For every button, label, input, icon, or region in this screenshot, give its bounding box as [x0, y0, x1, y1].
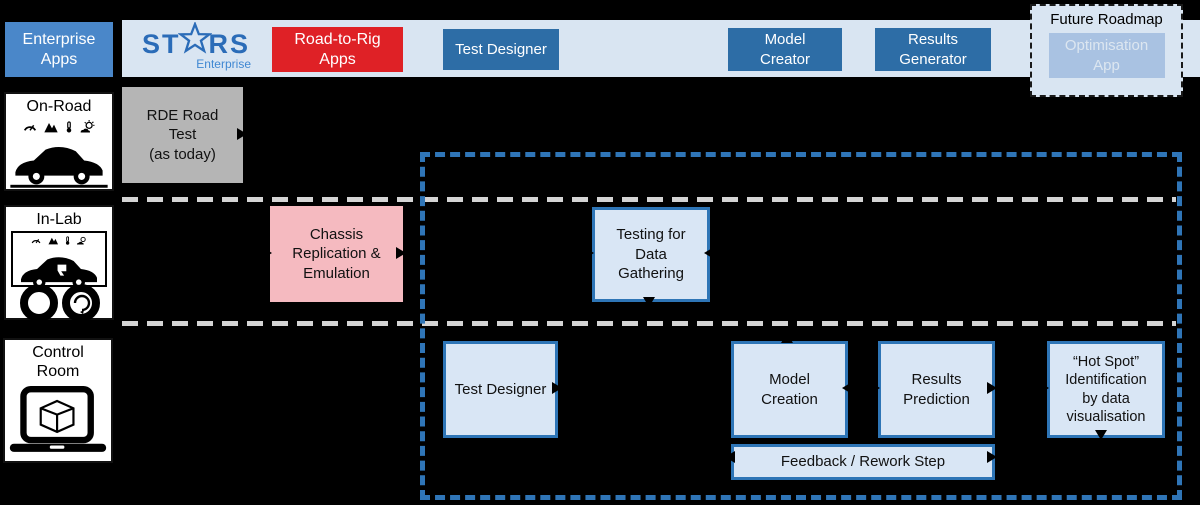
future-roadmap-title: Future Roadmap	[1050, 11, 1163, 28]
road-terrain-icon	[48, 237, 59, 245]
weather-icon	[80, 119, 95, 133]
arrowhead-feedback-right	[987, 451, 997, 463]
hotspot-identification-box: “Hot Spot” Identification by data visual…	[1047, 341, 1165, 438]
lane-on-road: On-Road	[4, 92, 114, 191]
model-creation-box: Model Creation	[731, 341, 848, 438]
arrowhead-hotspot-in	[1039, 382, 1049, 394]
lane-in-lab: In-Lab	[4, 205, 114, 323]
thermometer-icon	[66, 121, 72, 133]
results-generator-app-box: Results Generator	[875, 28, 991, 71]
arrowhead-resultsprediction-out	[987, 382, 997, 394]
arrowhead-testdesigner-out	[552, 382, 562, 394]
lane-separator-1	[122, 197, 1176, 202]
arrowhead-rde-out	[237, 128, 247, 140]
arrowhead-modelcreation-up	[781, 333, 793, 343]
stars-enterprise-logo: ST RS Enterprise	[133, 22, 259, 75]
results-prediction-box: Results Prediction	[878, 341, 995, 438]
arrowhead-chassis-in	[262, 247, 272, 259]
arrowhead-testing-right	[704, 247, 714, 259]
virtual-process-frame	[420, 152, 1182, 500]
dyno-car-icon	[21, 257, 97, 289]
arrowhead-resultsprediction-in	[870, 382, 880, 394]
arrowhead-hotspot-down	[1095, 430, 1107, 440]
testing-data-gathering-box: Testing for Data Gathering	[592, 207, 710, 302]
test-designer-app-box: Test Designer	[443, 29, 559, 70]
future-roadmap-box: Future Roadmap Optimisation App	[1030, 4, 1183, 97]
arrowhead-chassis-out	[396, 247, 406, 259]
road-to-rig-apps-box: Road-to-Rig Apps	[272, 27, 403, 72]
logo-subtext: Enterprise	[196, 57, 251, 71]
arrowhead-feedback-left	[725, 451, 735, 463]
road-terrain-icon	[44, 123, 58, 133]
lane-separator-2	[122, 321, 1176, 326]
test-designer-box: Test Designer	[443, 341, 558, 438]
enterprise-apps-label: Enterprise	[22, 30, 96, 48]
star-icon	[177, 22, 212, 54]
lane-in-lab-label: In-Lab	[36, 211, 82, 228]
lane-on-road-label: On-Road	[26, 98, 92, 115]
gauge-icon	[23, 125, 37, 132]
feedback-rework-box: Feedback / Rework Step	[731, 444, 995, 480]
lane-control-room: Control Room	[3, 338, 113, 463]
weather-icon	[76, 236, 86, 245]
thermometer-icon	[65, 236, 70, 245]
enterprise-apps-box: Enterprise Apps	[5, 22, 113, 77]
rde-road-test-box: RDE Road Test (as today)	[122, 87, 243, 183]
logo-text-left: ST	[141, 28, 181, 59]
model-creator-app-box: Model Creator	[728, 28, 842, 71]
arrowhead-modelcreation-right	[842, 382, 852, 394]
arrowhead-testing-in	[584, 247, 594, 259]
rollers-icon	[20, 284, 100, 323]
lane-control-room-label: Control Room	[32, 344, 84, 381]
logo-text-right: RS	[208, 28, 251, 59]
laptop-icon	[9, 386, 107, 453]
car-icon	[10, 147, 108, 188]
optimisation-app-box: Optimisation App	[1048, 33, 1165, 78]
chassis-replication-box: Chassis Replication & Emulation	[270, 206, 403, 302]
gauge-icon	[31, 239, 41, 244]
arrowhead-testing-down	[643, 297, 655, 307]
